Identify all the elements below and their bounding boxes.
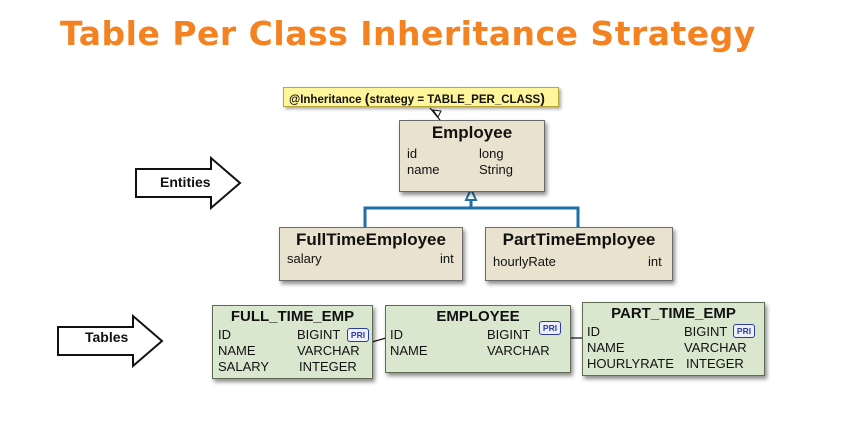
annotation-text: strategy = TABLE_PER_CLASS [369,94,541,106]
entities-arrow [135,155,242,211]
field-name: salary [287,251,322,266]
entities-label: Entities [160,174,211,190]
part-time-emp-table: PART_TIME_EMP ID BIGINT PRI NAME VARCHAR… [582,302,765,376]
entity-name: PartTimeEmployee [502,230,656,249]
table-name: EMPLOYEE [436,308,520,325]
column-name: SALARY [218,359,270,374]
column-type: VARCHAR [297,343,360,358]
tables-label: Tables [85,329,129,345]
column-type: BIGINT [684,324,728,339]
annotation-open-paren: ( [364,90,370,106]
inheritance-line [363,206,580,228]
column-type: VARCHAR [487,343,550,358]
column-type: INTEGER [299,359,357,374]
field-type: String [479,162,513,177]
inheritance-triangle [464,186,478,201]
field-name: hourlyRate [493,254,556,269]
column-type: BIGINT [487,327,531,342]
table-link-left [371,337,387,343]
table-name: PART_TIME_EMP [611,305,736,322]
column-name: NAME [390,343,428,358]
diagram-title: Table Per Class Inheritance Strategy [60,14,756,53]
fulltimeemployee-entity: FullTimeEmployee salary int [279,227,463,281]
primary-key-badge: PRI [539,321,561,335]
annotation-close-paren: ) [540,90,545,106]
primary-key-badge: PRI [347,328,369,342]
annotation-pointer [429,107,441,121]
column-name: ID [587,324,600,339]
column-type: VARCHAR [684,340,747,355]
entity-name: Employee [431,123,513,142]
entity-name: FullTimeEmployee [296,230,446,249]
tables-arrow [57,313,164,369]
table-name: FULL_TIME_EMP [230,308,355,325]
primary-key-badge: PRI [733,324,755,338]
field-type: long [479,146,504,161]
column-name: ID [218,327,231,342]
column-name: HOURLYRATE [587,356,674,371]
full-time-emp-table: FULL_TIME_EMP ID BIGINT PRI NAME VARCHAR… [212,305,373,379]
field-type: int [440,251,454,266]
employee-table: EMPLOYEE ID BIGINT PRI NAME VARCHAR [385,305,571,373]
column-type: INTEGER [686,356,744,371]
employee-entity: Employee id long name String [399,120,545,192]
field-name: id [407,146,418,161]
inheritance-annotation: @Inheritance (strategy = TABLE_PER_CLASS… [283,87,559,107]
annotation-pointer-head [431,109,442,118]
annotation-prefix: @Inheritance [289,94,362,106]
column-type: BIGINT [297,327,341,342]
column-name: ID [390,327,403,342]
parttimeemployee-entity: PartTimeEmployee hourlyRate int [485,227,673,281]
field-type: int [648,254,662,269]
column-name: NAME [218,343,256,358]
column-name: NAME [587,340,625,355]
field-name: name [407,162,440,177]
